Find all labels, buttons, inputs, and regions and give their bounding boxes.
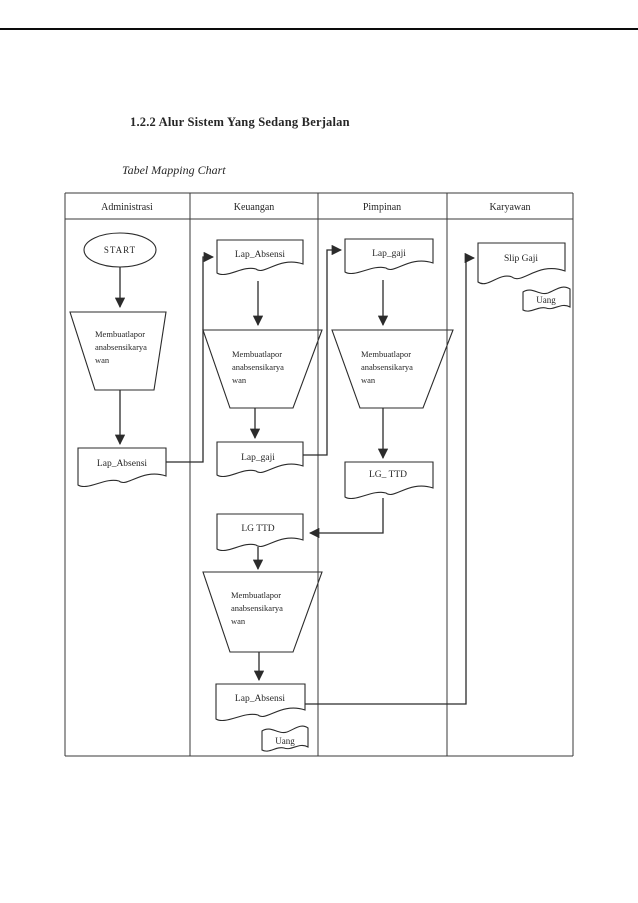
process-admin-label-line1: Membuatlapor: [95, 329, 145, 339]
process-keuangan-make-report: [202, 329, 323, 409]
doc-admin-lap-absensi-label: Lap_Absensi: [97, 459, 147, 469]
flow-arrow-pimpinan-to-keuangan: [308, 498, 384, 539]
flowchart-labels: Administrasi Keuangan Pimpinan Karyawan …: [95, 202, 556, 746]
doc-pimpinan-lg-ttd: [344, 461, 434, 499]
process-keuangan2-label-line3: wan: [231, 616, 246, 626]
flowchart-shapes: [69, 232, 571, 752]
section-title: 1.2.2 Alur Sistem Yang Sedang Berjalan: [130, 115, 350, 129]
mapping-table-grid: [64, 192, 574, 757]
doc-karyawan-slip-gaji-label: Slip Gaji: [504, 254, 538, 264]
process-keuangan-label-line2: anabsensikarya: [232, 362, 284, 372]
process-keuangan-label-line3: wan: [232, 375, 247, 385]
table-caption: Tabel Mapping Chart: [122, 163, 226, 177]
flowchart-connectors: [114, 244, 476, 705]
doc-keuangan-uang-label: Uang: [275, 736, 295, 746]
process-admin-label-line3: wan: [95, 355, 110, 365]
process-pimpinan-label-line1: Membuatlapor: [361, 349, 411, 359]
doc-keuangan-lap-absensi-label: Lap_Absensi: [235, 250, 285, 260]
doc-keuangan-lap-gaji-label: Lap_gaji: [241, 453, 275, 463]
doc-admin-lap-absensi: [77, 447, 167, 487]
doc-pimpinan-lg-ttd-label: LG_ TTD: [369, 470, 407, 480]
doc-pimpinan-lap-gaji-label: Lap_gaji: [372, 249, 406, 259]
doc-keuangan-lg-ttd-label: LG TTD: [241, 524, 274, 534]
process-pimpinan-make-report: [331, 329, 454, 409]
doc-karyawan-slip-gaji: [477, 242, 566, 285]
doc-keuangan-uang: [261, 725, 309, 752]
lane-header-administrasi: Administrasi: [101, 202, 153, 213]
process-keuangan-label-line1: Membuatlapor: [232, 349, 282, 359]
top-border-line: [0, 28, 638, 30]
doc-keuangan-lap-absensi-final-label: Lap_Absensi: [235, 694, 285, 704]
doc-karyawan-uang: [522, 286, 571, 312]
doc-keuangan-lap-absensi-final: [215, 683, 306, 721]
lane-header-pimpinan: Pimpinan: [363, 202, 401, 213]
doc-keuangan-lg-ttd: [216, 513, 304, 551]
doc-karyawan-uang-label: Uang: [536, 295, 556, 305]
process-keuangan-make-report-2: [202, 571, 323, 653]
lane-header-keuangan: Keuangan: [234, 202, 275, 213]
process-pimpinan-label-line2: anabsensikarya: [361, 362, 413, 372]
start-label: START: [104, 245, 136, 255]
doc-keuangan-lap-absensi: [216, 239, 304, 275]
flow-arrow-keuangan-to-karyawan: [305, 252, 476, 705]
process-admin-make-report: [69, 311, 167, 391]
process-admin-label-line2: anabsensikarya: [95, 342, 147, 352]
flow-arrow-keuangan-to-pimpinan: [303, 244, 343, 456]
lane-header-karyawan: Karyawan: [489, 202, 530, 213]
process-keuangan2-label-line1: Membuatlapor: [231, 590, 281, 600]
flow-arrow-admin-to-keuangan: [166, 251, 215, 463]
process-keuangan2-label-line2: anabsensikarya: [231, 603, 283, 613]
doc-pimpinan-lap-gaji: [344, 238, 434, 274]
process-pimpinan-label-line3: wan: [361, 375, 376, 385]
doc-keuangan-lap-gaji: [216, 441, 304, 477]
